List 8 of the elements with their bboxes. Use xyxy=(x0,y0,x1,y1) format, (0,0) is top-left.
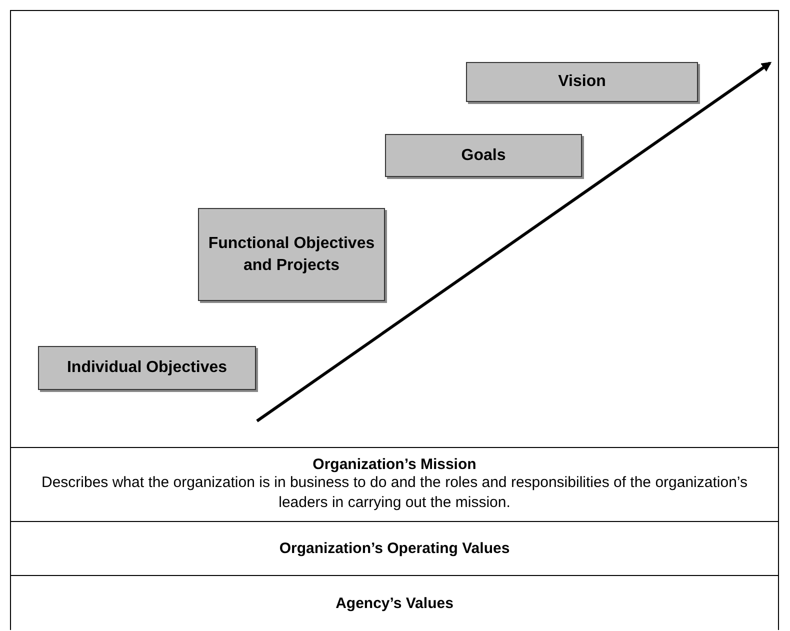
process-box: Individual Objectives xyxy=(38,346,256,390)
process-box: Functional Objectives and Projects xyxy=(198,208,385,301)
band-heading: Agency’s Values xyxy=(334,595,454,612)
band-description: Describes what the organization is in business to do and the roles and responsibilities of the organization’s leaders in carrying out the mission. xyxy=(40,473,748,513)
band-heading: Organization’s Operating Values xyxy=(278,540,511,557)
band-heading: Organization’s Mission xyxy=(312,456,478,473)
process-box: Vision xyxy=(466,62,698,102)
process-box: Goals xyxy=(385,134,582,177)
